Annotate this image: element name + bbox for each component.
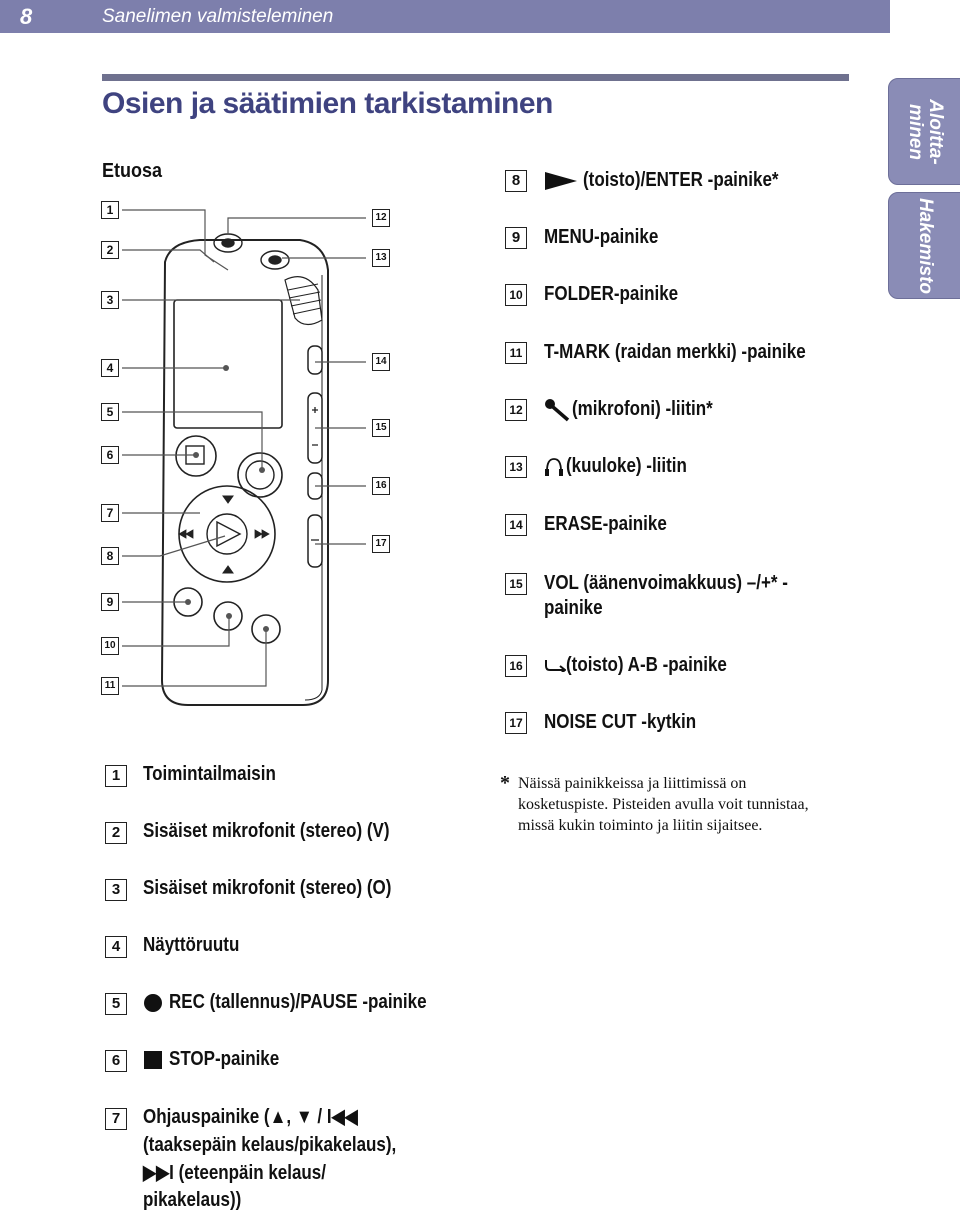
- part-label-3: Sisäiset mikrofonit (stereo) (O): [143, 877, 392, 899]
- mic-jack: [221, 238, 235, 248]
- part-label-7c: ▶▶I (eteenpäin kelaus/: [143, 1162, 326, 1184]
- play-triangle-icon: [545, 172, 577, 190]
- part-label-1: Toimintailmaisin: [143, 763, 276, 785]
- callout-12: 12: [372, 209, 390, 227]
- part-label-11: T-MARK (raidan merkki) -painike: [544, 341, 806, 363]
- folder-button: [213, 601, 243, 631]
- callout-7: 7: [101, 504, 119, 522]
- callout-6: 6: [101, 446, 119, 464]
- mic-grille: [284, 276, 323, 326]
- noise-cut-switch: [307, 514, 323, 568]
- callout-5: 5: [101, 403, 119, 421]
- part-label-4: Näyttöruutu: [143, 934, 240, 956]
- part-num-16: 16: [505, 655, 527, 677]
- part-num-1: 1: [105, 765, 127, 787]
- callout-13: 13: [372, 249, 390, 267]
- stop-square-icon: [144, 1051, 162, 1069]
- callout-8: 8: [101, 547, 119, 565]
- part-label-5: REC (tallennus)/PAUSE -painike: [169, 991, 427, 1013]
- part-num-8: 8: [505, 170, 527, 192]
- tab-aloittaminen[interactable]: Aloitta- minen: [888, 78, 960, 185]
- part-label-7b: (taaksepäin kelaus/pikakelaus),: [143, 1134, 397, 1156]
- callout-15: 15: [372, 419, 390, 437]
- part-num-9: 9: [505, 227, 527, 249]
- part-label-8: (toisto)/ENTER -painike*: [583, 169, 779, 191]
- page-number: 8: [20, 4, 33, 29]
- part-label-14: ERASE-painike: [544, 513, 667, 535]
- part-num-17: 17: [505, 712, 527, 734]
- part-num-3: 3: [105, 879, 127, 901]
- part-num-7: 7: [105, 1108, 127, 1130]
- part-num-13: 13: [505, 456, 527, 478]
- callout-11: 11: [101, 677, 119, 695]
- part-num-12: 12: [505, 399, 527, 421]
- part-label-17: NOISE CUT -kytkin: [544, 711, 697, 733]
- part-num-10: 10: [505, 284, 527, 306]
- part-label-2: Sisäiset mikrofonit (stereo) (V): [143, 820, 390, 842]
- part-label-15b: painike: [544, 597, 603, 619]
- page-title: Osien ja säätimien tarkistaminen: [102, 87, 553, 120]
- headphone-jack: [268, 255, 282, 265]
- device-body-edge: [304, 275, 323, 701]
- part-num-15: 15: [505, 573, 527, 595]
- callout-4: 4: [101, 359, 119, 377]
- header-bar: [0, 0, 890, 33]
- repeat-icon: [545, 660, 566, 672]
- callout-2: 2: [101, 241, 119, 259]
- footnote-marker: *: [500, 772, 510, 794]
- title-rule: [102, 74, 849, 81]
- part-label-9: MENU-painike: [544, 226, 659, 248]
- device-body: [160, 239, 329, 706]
- callout-10: 10: [101, 637, 119, 655]
- subtitle: Etuosa: [102, 160, 163, 182]
- callout-14: 14: [372, 353, 390, 371]
- callout-17: 17: [372, 535, 390, 553]
- callout-16: 16: [372, 477, 390, 495]
- part-label-7d: pikakelaus)): [143, 1189, 242, 1211]
- record-dot-icon: [144, 994, 162, 1012]
- device-diagram: [122, 209, 366, 706]
- part-num-6: 6: [105, 1050, 127, 1072]
- part-num-11: 11: [505, 342, 527, 364]
- header-bar-tip: [850, 0, 890, 33]
- part-label-16: (toisto) A-B -painike: [566, 654, 727, 676]
- footnote: * Näissä painikkeissa ja liittimissä on …: [500, 773, 830, 836]
- microphone-icon: [545, 399, 570, 422]
- callout-1: 1: [101, 201, 119, 219]
- tab-hakemisto[interactable]: Hakemisto: [888, 192, 960, 299]
- part-label-12: (mikrofoni) -liitin*: [572, 398, 713, 420]
- part-num-5: 5: [105, 993, 127, 1015]
- part-num-14: 14: [505, 514, 527, 536]
- rec-button: [237, 452, 283, 498]
- part-label-13: (kuuloke) -liitin: [566, 455, 687, 477]
- stop-button: [175, 435, 217, 477]
- erase-button: [307, 345, 323, 375]
- callout-9: 9: [101, 593, 119, 611]
- callout-3: 3: [101, 291, 119, 309]
- headphones-icon: [545, 458, 563, 476]
- part-label-15a: VOL (äänenvoimakkuus) –/+* -: [544, 572, 788, 594]
- part-label-10: FOLDER-painike: [544, 283, 679, 305]
- display-screen: [173, 299, 283, 429]
- part-label-6: STOP-painike: [169, 1048, 280, 1070]
- footnote-text: Näissä painikkeissa ja liittimissä on ko…: [518, 775, 809, 834]
- part-label-7a: Ohjauspainike (▲, ▼ / I◀◀: [143, 1106, 358, 1128]
- headphone-jack-outline: [260, 250, 290, 270]
- part-num-2: 2: [105, 822, 127, 844]
- part-num-4: 4: [105, 936, 127, 958]
- section-title: Sanelimen valmisteleminen: [102, 6, 334, 27]
